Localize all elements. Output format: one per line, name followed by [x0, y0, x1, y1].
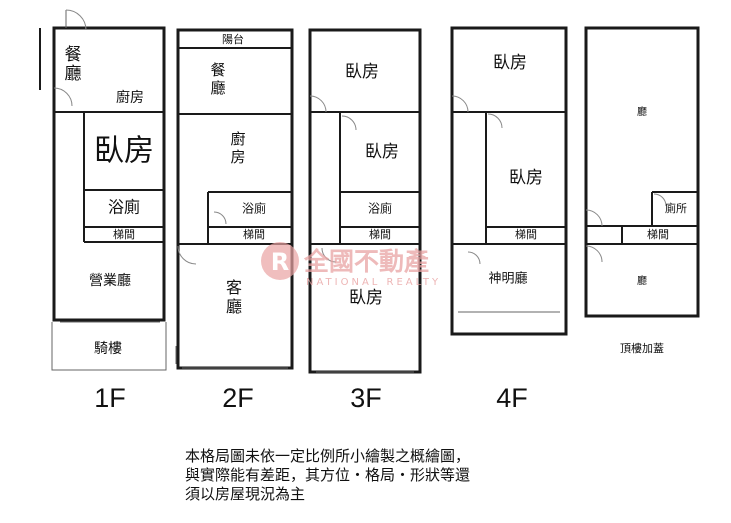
2f-dining-label: 餐廳 [210, 61, 225, 97]
1f-arcade-label: 騎樓 [94, 341, 122, 357]
1f-bath-label: 浴廁 [108, 198, 140, 217]
watermark-subtitle: NATIONAL REALTY [306, 277, 441, 288]
disclaimer-line: 須以房屋現況為主 [185, 485, 306, 503]
3f-stair-label: 梯間 [369, 228, 391, 241]
floor-2f: 陽台 餐廳 廚房 浴廁 梯間 客廳 [176, 28, 294, 370]
roof-hall-top-label: 廳 [637, 105, 647, 118]
disclaimer-note: 本格局圖未依一定比例所小繪製之概繪圖， 與實際能有差距，其方位・格局・形狀等還 … [185, 447, 545, 504]
watermark-logo-badge [261, 242, 299, 280]
2f-stair-label: 梯間 [243, 228, 265, 241]
2f-kitchen-label: 廚房 [230, 130, 245, 166]
floor-label-4f: 4F [496, 383, 528, 413]
floor-1f: 餐廳 廚房 臥房 浴廁 梯間 營業廳 騎樓 [39, 9, 177, 371]
disclaimer-line: 本格局圖未依一定比例所小繪製之概繪圖， [185, 447, 471, 465]
4f-stair-label: 梯間 [515, 228, 537, 241]
floor-3f: 臥房 臥房 浴廁 梯間 臥房 [308, 28, 422, 374]
3f-bedroom-mid-label: 臥房 [365, 142, 399, 162]
2f-living-label: 客廳 [226, 278, 242, 316]
floor-4f: 臥房 臥房 梯間 神明廳 [450, 26, 568, 336]
3f-bedroom-bottom-label: 臥房 [349, 288, 383, 308]
1f-bedroom-label: 臥房 [94, 134, 154, 169]
roof-floor-label: 頂樓加蓋 [620, 341, 664, 355]
watermark-name: 全國不動產 [303, 247, 429, 276]
roof-stair-label: 梯間 [647, 228, 669, 241]
4f-bedroom-top-label: 臥房 [493, 53, 527, 73]
3f-bath-label: 浴廁 [368, 201, 392, 216]
2f-bath-label: 浴廁 [242, 201, 266, 216]
2f-balcony-label: 陽台 [222, 32, 244, 46]
floor-label-1f: 1F [94, 383, 126, 413]
watermark-logo: R 全國不動產 NATIONAL REALTY [261, 242, 441, 288]
floor-roof: 廳 廁所 梯間 廳 頂樓加蓋 [584, 26, 700, 355]
roof-hall-bottom-label: 廳 [637, 274, 647, 287]
3f-bedroom-top-label: 臥房 [345, 62, 379, 82]
floor-label-2f: 2F [222, 383, 254, 413]
1f-stair-label: 梯間 [113, 228, 135, 241]
disclaimer-line: 與實際能有差距，其方位・格局・形狀等還 [185, 466, 471, 484]
1f-dining-label: 餐廳 [65, 45, 82, 84]
roof-toilet-label: 廁所 [665, 201, 687, 215]
1f-kitchen-label: 廚房 [116, 89, 144, 106]
4f-shrine-label: 神明廳 [488, 271, 527, 287]
4f-bedroom-mid-label: 臥房 [509, 168, 543, 188]
watermark-logo-letter: R [271, 248, 289, 276]
floor-label-3f: 3F [350, 383, 382, 413]
1f-shop-label: 營業廳 [89, 272, 131, 289]
